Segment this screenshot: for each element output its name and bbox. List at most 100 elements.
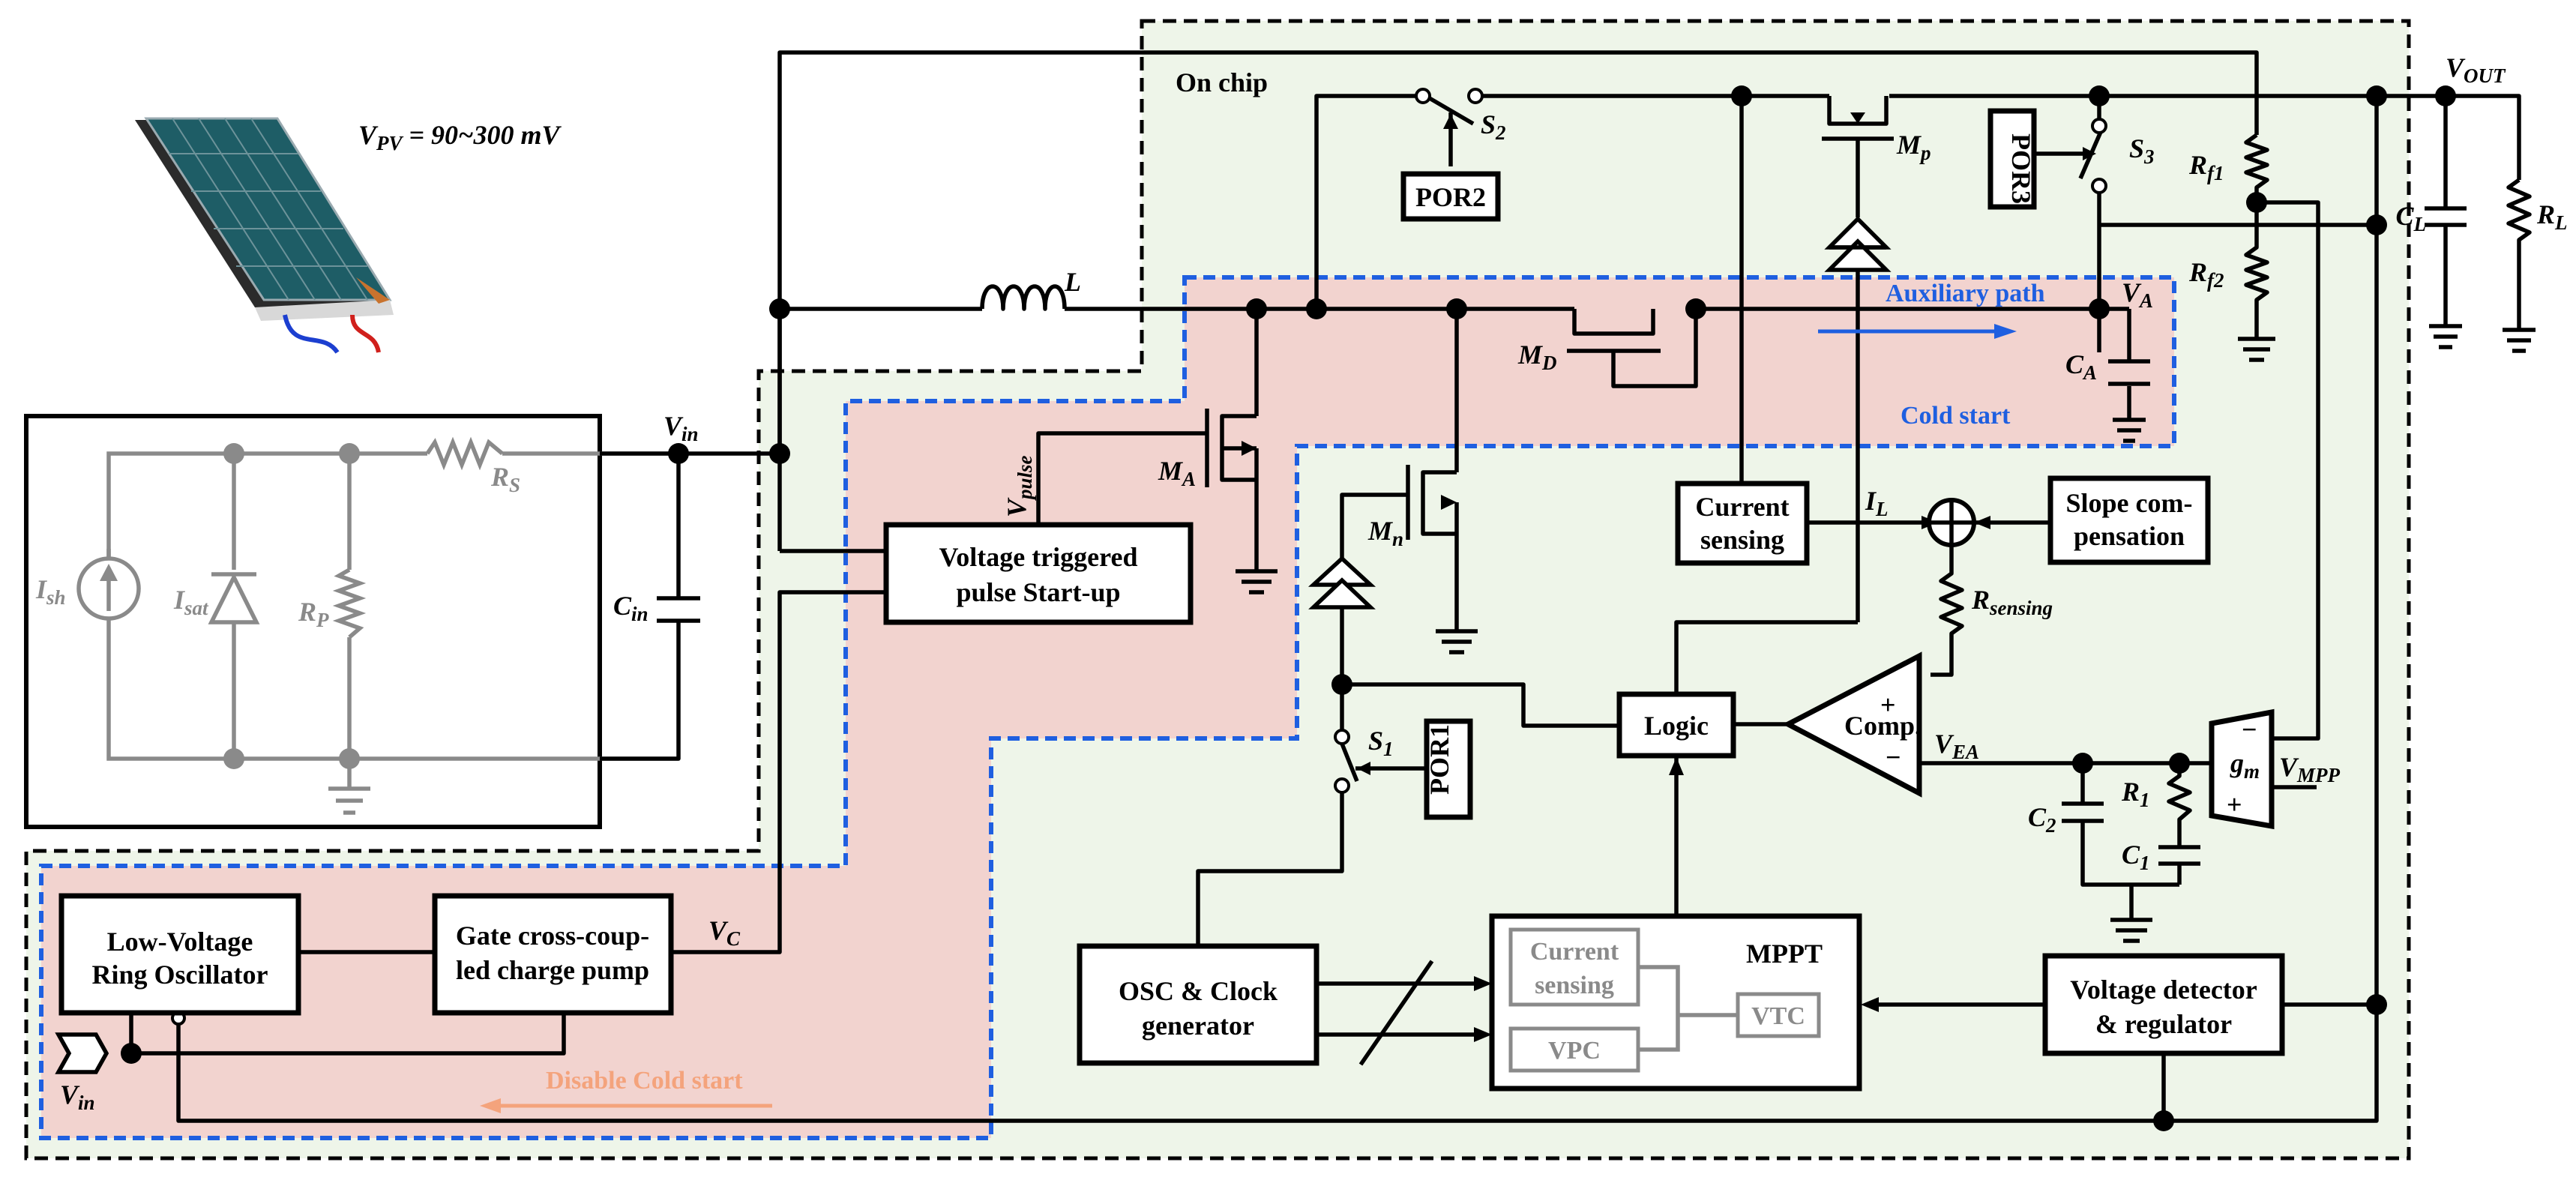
node-dot <box>2072 753 2093 774</box>
mn-label: Mn <box>1367 516 1403 550</box>
disable-cold-start-label: Disable Cold start <box>546 1067 743 1095</box>
ground-icon <box>2238 337 2275 362</box>
compensation-network <box>2062 763 2200 943</box>
ground-icon <box>1236 569 1278 594</box>
rsensing-label: Rsensing <box>1971 585 2053 619</box>
inductor-label: L <box>1064 267 1081 297</box>
bus-slash <box>1358 960 1434 1066</box>
por3-label: POR3 <box>2006 133 2036 204</box>
rs-resistor <box>425 436 504 471</box>
va-label: VA <box>2122 277 2153 312</box>
s2-label: S2 <box>1481 109 1506 144</box>
mp-gate-driver-icon <box>1824 216 1892 272</box>
slope-compensation-block <box>2047 475 2211 565</box>
ca-label: CA <box>2065 349 2097 384</box>
mppt-label: MPPT <box>1746 939 1823 969</box>
vpc-label: VPC <box>1548 1037 1601 1065</box>
node-dot <box>1731 85 1752 106</box>
ground-icon <box>328 786 370 815</box>
mppt-current-sensing-label: sensing <box>1535 972 1614 999</box>
node-dot <box>339 443 360 464</box>
node-dot <box>769 443 790 464</box>
pv-model-wires <box>106 451 682 787</box>
node-dot <box>223 443 244 464</box>
current-source-icon <box>76 556 141 621</box>
rf1-label: Rf1 <box>2188 150 2224 184</box>
ma-label: MA <box>1158 456 1196 490</box>
slope-compensation-label: Slope com- <box>2066 488 2193 518</box>
isat-label: Isat <box>173 585 209 619</box>
mp-label: Mp <box>1896 130 1931 164</box>
vin-port-icon <box>55 1032 109 1074</box>
rf2-resistor <box>2244 202 2269 337</box>
rl-label: RL <box>2536 199 2568 234</box>
charge-pump-label: led charge pump <box>456 955 649 985</box>
s3-label: S3 <box>2129 133 2155 168</box>
summing-node-icon <box>1927 498 1976 547</box>
gm-label: gm <box>2230 748 2260 783</box>
r1-label: R1 <box>2121 777 2150 811</box>
osc-clock-label: generator <box>1142 1011 1254 1041</box>
rs-label: RS <box>490 462 520 496</box>
md-transistor <box>1567 309 1698 388</box>
node-dot <box>1306 298 1327 319</box>
node-dot <box>1246 298 1267 319</box>
node-dot <box>2435 85 2456 106</box>
on-chip-label: On chip <box>1176 67 1268 97</box>
slope-compensation-label: pensation <box>2074 521 2185 551</box>
comp-plus: + <box>1880 690 1896 720</box>
node-dot <box>121 1043 142 1064</box>
node-dot <box>2089 298 2110 319</box>
auxiliary-path-label: Auxiliary path <box>1886 280 2045 307</box>
comparator-label: Comp. <box>1844 711 1922 741</box>
s2-switch <box>1415 88 1484 166</box>
cin-bottom-wire <box>600 621 681 761</box>
pulse-startup-label: pulse Start-up <box>956 577 1120 607</box>
ring-oscillator-label: Low-Voltage <box>107 927 253 957</box>
vmpp-label: VMPP <box>2279 752 2341 786</box>
pulse-startup-label: Voltage triggered <box>939 542 1138 572</box>
cl-label: CL <box>2395 201 2426 235</box>
ring-oscillator-label: Ring Oscillator <box>92 960 268 990</box>
vpv-label: VPV = 90~300 mV <box>358 120 562 154</box>
rf2-label: Rf2 <box>2188 257 2224 292</box>
current-sensing-label: Current <box>1695 492 1789 522</box>
comparator-block <box>1782 651 1922 798</box>
vpulse-wire <box>1036 431 1207 525</box>
vc-wire <box>671 590 886 954</box>
node-dot <box>223 748 244 769</box>
por1-label: POR1 <box>1424 724 1454 795</box>
logic-label: Logic <box>1644 711 1709 741</box>
node-dot <box>668 443 689 464</box>
vin-label: Vin <box>663 411 699 445</box>
ca-capacitor <box>2108 359 2150 443</box>
inductor-icon <box>980 284 1067 311</box>
ish-label: Ish <box>35 574 66 609</box>
disable-wire <box>176 1005 2379 1123</box>
il-label: IL <box>1865 486 1889 520</box>
s1-switch <box>1196 729 1424 946</box>
osc-clock-block <box>1077 943 1319 1066</box>
rp-label: RP <box>298 597 329 631</box>
ring-oscillator-block <box>58 893 301 1016</box>
rf1-resistor <box>2244 133 2269 202</box>
current-sensing-label: sensing <box>1700 525 1784 555</box>
vpulse-label: Vpulse <box>1002 455 1036 517</box>
current-sensing-block <box>1675 481 1810 566</box>
gm-plus: + <box>2227 789 2242 819</box>
rsensing-resistor <box>1931 545 1964 677</box>
voltage-detector-label: & regulator <box>2095 1009 2232 1039</box>
mppt-current-sensing-label: Current <box>1530 938 1619 966</box>
s3-switch <box>2034 96 2107 225</box>
gm-amplifier-block <box>2209 708 2275 830</box>
por3-block <box>1987 108 2037 210</box>
output-load <box>2425 178 2536 353</box>
osc-clock-label: OSC & Clock <box>1119 976 1278 1006</box>
vin-port-label: Vin <box>60 1080 95 1114</box>
vout-label: VOUT <box>2446 52 2506 87</box>
node-dot <box>769 298 790 319</box>
charge-pump-label: Gate cross-coup- <box>456 921 649 951</box>
gm-minus: − <box>2242 714 2257 744</box>
node-dot <box>2169 753 2190 774</box>
mp-transistor <box>1822 96 1894 150</box>
